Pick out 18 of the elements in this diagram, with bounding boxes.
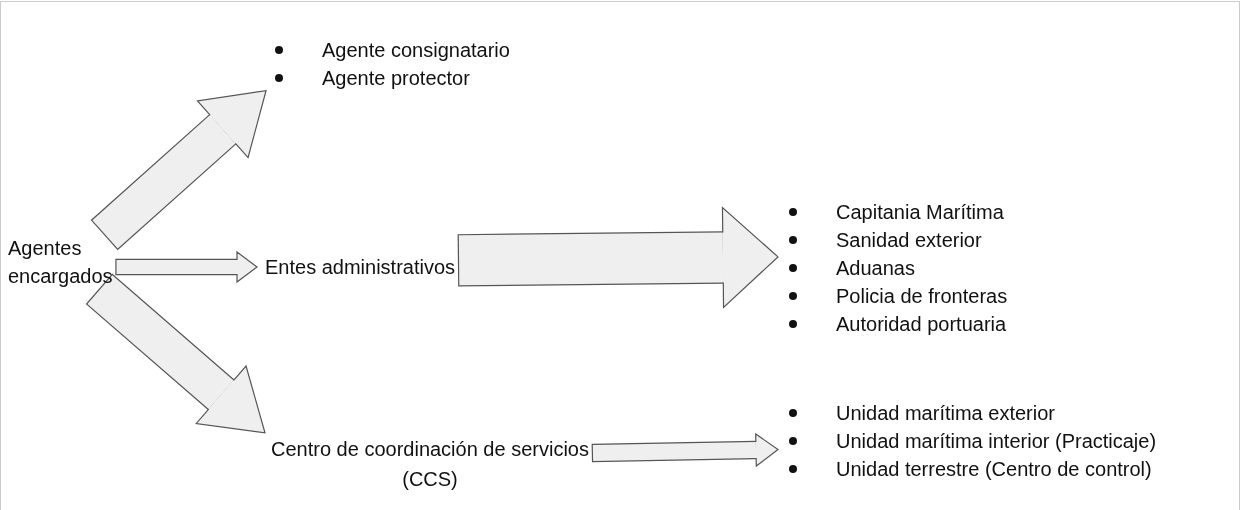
bullet-item: Unidad terrestre (Centro de control) xyxy=(836,458,1152,480)
bullet-item: Agente protector xyxy=(322,67,470,89)
block-arrow xyxy=(92,90,267,249)
bullet-item: Unidad marítima interior (Practicaje) xyxy=(836,430,1157,452)
bullet-item: Sanidad exterior xyxy=(836,229,982,251)
node-label: Entes administrativos xyxy=(265,255,456,280)
bullet-item: Policia de fronteras xyxy=(836,285,1008,307)
bullet-item: Autoridad portuaria xyxy=(836,313,1007,335)
block-arrow xyxy=(87,275,266,434)
bullet-item: Agente consignatario xyxy=(322,39,510,61)
bullet-item: Unidad marítima exterior xyxy=(836,402,1055,424)
bullet-item: Capitania Marítima xyxy=(836,201,1004,223)
node-label: Agentes encargados xyxy=(8,236,114,289)
bullet-item: Aduanas xyxy=(836,257,915,279)
node-label: Centro de coordinación de servicios (CCS) xyxy=(270,437,590,492)
block-arrow xyxy=(458,206,779,309)
block-arrow xyxy=(592,432,779,468)
block-arrow xyxy=(116,250,258,284)
